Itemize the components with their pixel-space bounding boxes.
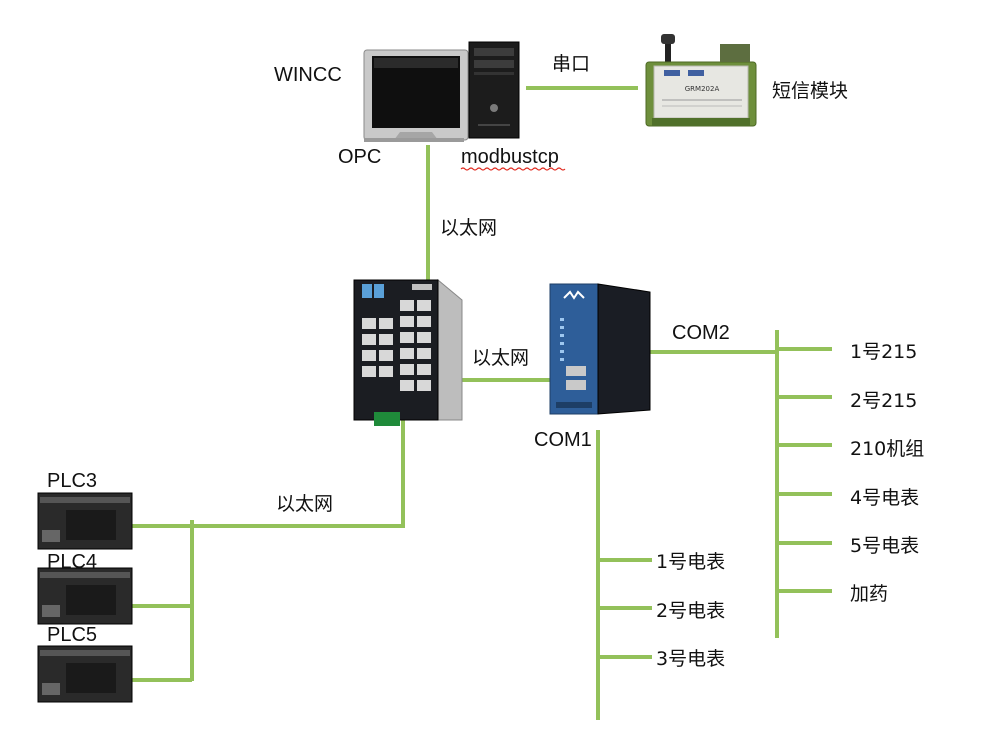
connection-lines (132, 86, 832, 720)
ethernet-label-pc-switch: 以太网 (440, 217, 497, 239)
com2-device-label: 加药 (850, 583, 888, 605)
serial-link-label: 串口 (552, 53, 590, 75)
serial-converter-icon (549, 283, 651, 415)
com2-device-label: 5号电表 (850, 535, 919, 557)
ethernet-label-switch-plc: 以太网 (276, 493, 333, 515)
com1-label: COM1 (534, 429, 592, 451)
wincc-label: WINCC (274, 64, 342, 86)
plc3-icon (37, 492, 133, 550)
plc4-label: PLC4 (47, 551, 97, 573)
modbustcp-label: modbustcp (461, 146, 559, 168)
spellcheck-underline (460, 167, 566, 171)
plc4-icon (37, 567, 133, 625)
plc5-icon (37, 645, 133, 703)
opc-label: OPC (338, 146, 381, 168)
com1-device-label: 3号电表 (656, 648, 725, 670)
com2-device-label: 4号电表 (850, 487, 919, 509)
plc5-label: PLC5 (47, 624, 97, 646)
plc3-label: PLC3 (47, 470, 97, 492)
com2-device-label: 1号215 (850, 341, 917, 363)
gsm-model-text: GRM202A (685, 85, 720, 93)
sms-module-label: 短信模块 (772, 80, 848, 102)
com2-device-label: 2号215 (850, 390, 917, 412)
com1-device-label: 1号电表 (656, 551, 725, 573)
ethernet-label-switch-converter: 以太网 (472, 347, 529, 369)
sms-module-icon (645, 34, 757, 127)
switch-plc-ethernet-link (132, 412, 405, 528)
ethernet-switch-icon (353, 278, 463, 426)
com1-device-label: 2号电表 (656, 600, 725, 622)
com2-label: COM2 (672, 322, 730, 344)
wincc-computer-icon (363, 41, 520, 142)
com2-device-label: 210机组 (850, 438, 924, 460)
